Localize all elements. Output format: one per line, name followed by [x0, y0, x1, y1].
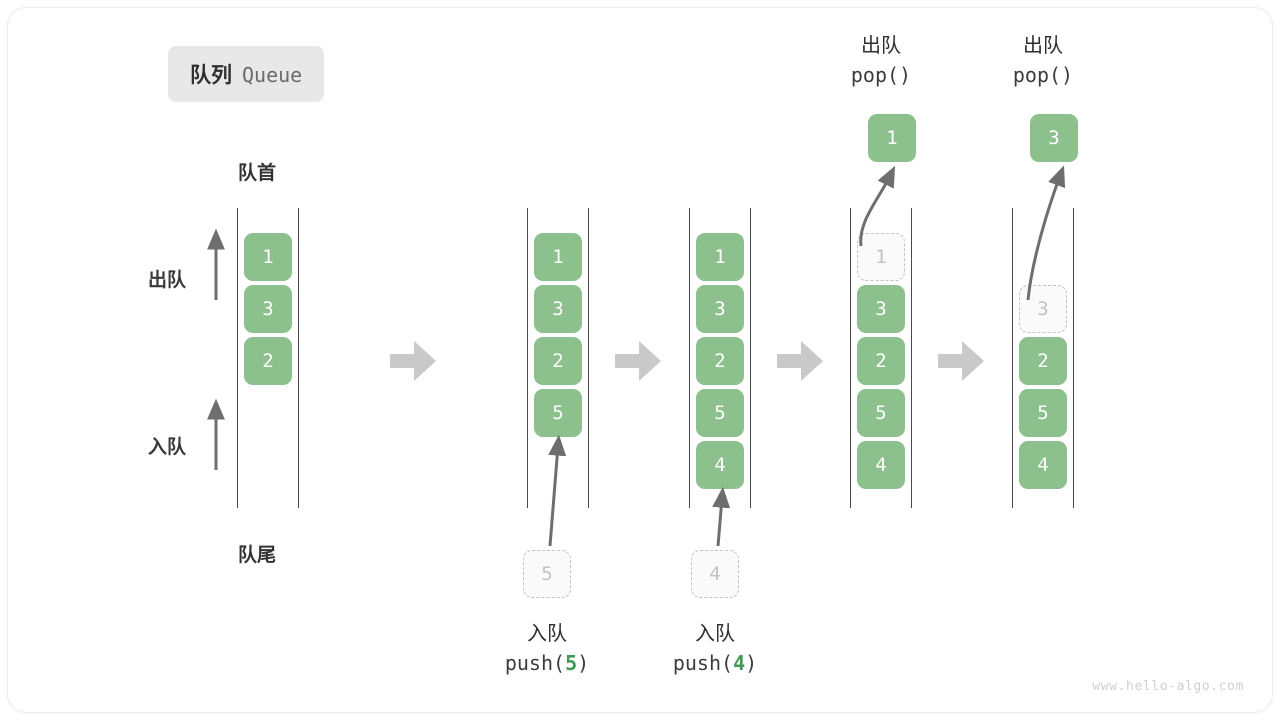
queue-slot: 3	[696, 285, 744, 333]
stage-separator-arrow	[615, 341, 661, 381]
push-code-prefix: push(	[672, 651, 734, 675]
pop-caption-1: 出队 pop()	[791, 32, 971, 90]
queue-slot: 3	[244, 285, 292, 333]
popped-box-1: 1	[868, 114, 916, 162]
queue-slot: 2	[1019, 337, 1067, 385]
tail-label: 队尾	[238, 545, 277, 566]
dequeue-label: 出队	[148, 270, 187, 291]
push-caption-code: push(5)	[457, 649, 637, 678]
popped-value: 1	[886, 127, 898, 149]
queue-slot: 5	[534, 389, 582, 437]
push-caption-code: push(4)	[625, 649, 805, 678]
stage-separator-arrow	[390, 341, 436, 381]
pop-caption-cn: 出队	[861, 35, 901, 57]
push-caption-4: 入队 push(4)	[625, 620, 805, 678]
queue-slot: 4	[1019, 441, 1067, 489]
title-chinese: 队列	[190, 64, 232, 87]
push-caption-cn: 入队	[527, 623, 567, 645]
push-code-prefix: push(	[504, 651, 566, 675]
push-ghost-box-4: 4	[691, 550, 739, 598]
enqueue-label: 入队	[148, 437, 187, 458]
queue-rail-right	[1073, 208, 1074, 508]
queue-slot: 2	[696, 337, 744, 385]
queue-slot-ghost: 1	[857, 233, 905, 281]
queue-slot: 3	[534, 285, 582, 333]
queue-slot: 3	[857, 285, 905, 333]
queue-rail-right	[911, 208, 912, 508]
queue-slot: 1	[534, 233, 582, 281]
queue-rail-left	[689, 208, 690, 508]
queue-rail-left	[237, 208, 238, 508]
queue-rail-left	[850, 208, 851, 508]
queue-slot: 1	[696, 233, 744, 281]
queue-slot: 4	[857, 441, 905, 489]
queue-slot: 5	[1019, 389, 1067, 437]
pop-caption-code: pop()	[1012, 63, 1074, 87]
push-ghost-box-5: 5	[523, 550, 571, 598]
push-caption-cn: 入队	[695, 623, 735, 645]
queue-rail-right	[588, 208, 589, 508]
push-code-suffix: )	[577, 651, 590, 675]
queue-slot: 1	[244, 233, 292, 281]
push-code-value: 5	[565, 651, 578, 675]
pop-caption-cn: 出队	[1023, 35, 1063, 57]
queue-rail-left	[527, 208, 528, 508]
push-ghost-value: 5	[541, 563, 553, 585]
push-code-suffix: )	[745, 651, 758, 675]
stage-separator-arrow	[938, 341, 984, 381]
queue-rail-right	[750, 208, 751, 508]
push-code-value: 4	[733, 651, 746, 675]
queue-slot: 2	[534, 337, 582, 385]
queue-slot: 2	[857, 337, 905, 385]
queue-slot-ghost: 3	[1019, 285, 1067, 333]
queue-slot: 5	[857, 389, 905, 437]
head-label: 队首	[238, 163, 277, 184]
queue-slot: 5	[696, 389, 744, 437]
diagram-title-badge: 队列 Queue	[168, 46, 325, 102]
queue-rail-right	[298, 208, 299, 508]
popped-box-3: 3	[1030, 114, 1078, 162]
title-english: Queue	[242, 63, 303, 87]
pop-caption-3: 出队 pop()	[953, 32, 1133, 90]
queue-slot: 4	[696, 441, 744, 489]
push-ghost-value: 4	[709, 563, 721, 585]
queue-rail-left	[1012, 208, 1013, 508]
watermark: www.hello-algo.com	[1092, 679, 1244, 694]
push-caption-5: 入队 push(5)	[457, 620, 637, 678]
popped-value: 3	[1048, 127, 1060, 149]
stage-separator-arrow	[777, 341, 823, 381]
queue-slot: 2	[244, 337, 292, 385]
pop-caption-code: pop()	[850, 63, 912, 87]
